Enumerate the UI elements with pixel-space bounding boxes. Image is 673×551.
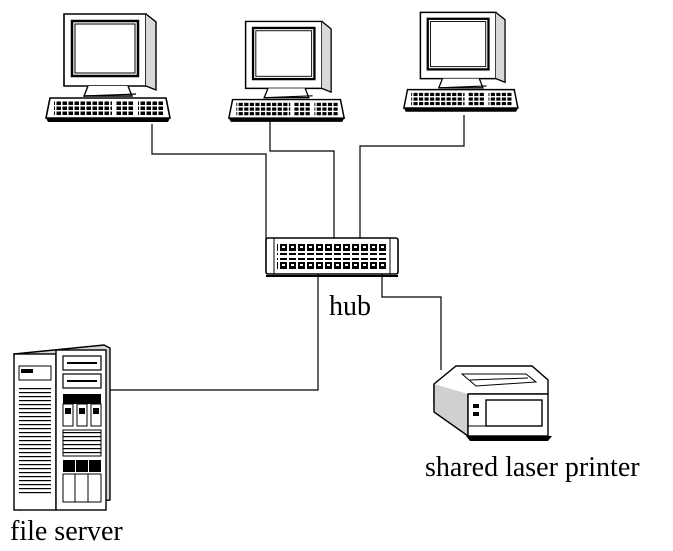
- link-workstation-2-hub: [269, 118, 335, 242]
- laser-printer-icon: [433, 365, 552, 441]
- connection-lines: [110, 115, 465, 391]
- network-hub-icon: [265, 237, 399, 277]
- file-server-label: file server: [10, 516, 123, 547]
- tower-server-icon: [13, 344, 111, 511]
- hub-label: hub: [329, 291, 371, 322]
- link-hub-printer: [381, 274, 442, 370]
- link-workstation-1-hub: [151, 124, 267, 242]
- desktop-computer-icon: [227, 20, 346, 124]
- desktop-computer-icon: [402, 11, 520, 113]
- printer-label: shared laser printer: [425, 452, 640, 483]
- link-workstation-3-hub: [359, 115, 465, 242]
- link-hub-file-server: [110, 274, 319, 391]
- workstation-3: [402, 11, 520, 113]
- desktop-computer-icon: [44, 12, 172, 124]
- workstation-2: [227, 20, 346, 124]
- workstation-1: [44, 12, 172, 124]
